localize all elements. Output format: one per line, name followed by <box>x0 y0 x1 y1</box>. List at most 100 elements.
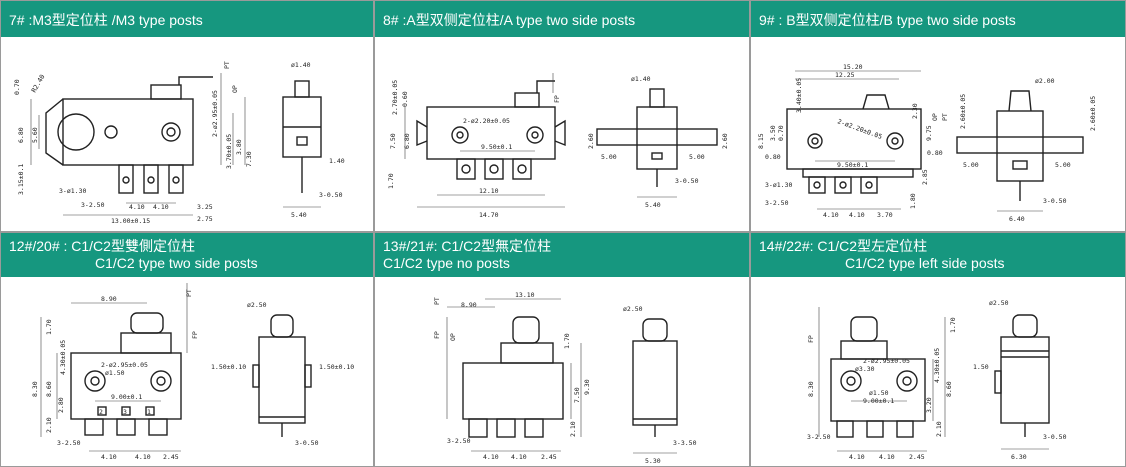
dim-label: 4.10 <box>823 211 839 219</box>
technical-drawing: 1.70 2-ø2.95±0.05 ø3.30 4.30±0.05 8.30 8… <box>751 277 1125 466</box>
dim-label: 9.00±0.1 <box>111 393 142 401</box>
dim-label: 4.30±0.05 <box>933 348 941 383</box>
dim-label: 3-ø1.30 <box>59 187 86 195</box>
dim-label: 7.50 <box>573 387 581 403</box>
dim-label: 0.80 <box>927 149 943 157</box>
dim-label: 2.70±0.05 <box>391 80 399 115</box>
panel-title-bar: 13#/21#: C1/C2型無定位柱 C1/C2 type no posts <box>375 233 749 277</box>
dim-label: 6.80 <box>17 127 25 143</box>
side-posts <box>956 136 1084 154</box>
dim-label: 4.10 <box>483 453 499 461</box>
dim-label: 1.70 <box>949 317 957 333</box>
dim-label: 2.80 <box>57 397 65 413</box>
dim-label: 6.30 <box>1011 453 1027 461</box>
dim-label: 0.70 <box>777 125 785 141</box>
dim-label: 3.70 <box>877 211 893 219</box>
mount-hole-left <box>840 370 862 392</box>
panel-title: 9# : B型双侧定位柱/B type two side posts <box>759 12 1016 28</box>
dim-label: 2.85 <box>921 169 929 185</box>
dim-label: 4.10 <box>849 453 865 461</box>
dim-label: 2.45 <box>541 453 557 461</box>
dim-label: 3.50 <box>769 125 777 141</box>
switch-body <box>462 362 564 420</box>
dim-label: 1.50 <box>973 363 989 371</box>
dim-label: 2.10 <box>45 417 53 433</box>
dim-label: 8.90 <box>461 301 477 309</box>
panel-title-bar: 9# : B型双侧定位柱/B type two side posts <box>751 1 1125 37</box>
dim-label: 1.70 <box>45 319 53 335</box>
posts-outline <box>45 98 64 166</box>
dim-label: 9.30 <box>583 379 591 395</box>
switch-drawing-14: 1.70 2-ø2.95±0.05 ø3.30 4.30±0.05 8.30 8… <box>807 299 1067 461</box>
dim-label: 5.40 <box>645 201 661 209</box>
panel-9-b-type-two-side-posts: 9# : B型双侧定位柱/B type two side posts <box>750 0 1126 232</box>
dim-label: 2.45 <box>909 453 925 461</box>
switch-drawing-7: 0.70 R2.40 6.80 5.60 3.15±0.1 3-ø1.30 3-… <box>13 61 345 225</box>
dim-label: OP <box>931 113 939 121</box>
dim-label: 5.00 <box>1055 161 1071 169</box>
dim-label: 5.60 <box>31 127 39 143</box>
plunger <box>514 92 540 108</box>
mount-hole-right <box>526 126 544 144</box>
plunger <box>850 316 878 342</box>
dim-label: 3.20 <box>925 397 933 413</box>
dim-label: 8.60 <box>945 381 953 397</box>
dim-label: 2-ø2.20±0.05 <box>836 117 883 141</box>
dim-label: 3-2.50 <box>81 201 105 209</box>
mount-hole-right <box>161 122 181 142</box>
dim-label: 1.70 <box>387 173 395 189</box>
dim-label: ø1.50 <box>869 389 889 397</box>
front-view-body <box>1000 336 1050 424</box>
technical-drawing: 15.20 12.25 3.40±0.05 2-ø2.20±0.05 3.50 … <box>751 37 1125 231</box>
dim-label: 1.40 <box>329 157 345 165</box>
dim-label: 9.50±0.1 <box>837 161 868 169</box>
switch-body <box>62 98 194 166</box>
dim-label: 8.90 <box>101 295 117 303</box>
dim-label: 6.80 <box>403 133 411 149</box>
dim-label: 7.50 <box>389 133 397 149</box>
dim-label: 3-2.50 <box>807 433 831 441</box>
dim-label: 0.80 <box>765 153 781 161</box>
plunger <box>130 312 164 334</box>
dim-label: 3-ø1.30 <box>765 181 792 189</box>
dim-label: 4.10 <box>153 203 169 211</box>
front-view-body <box>632 340 678 426</box>
left-side-post <box>994 370 1002 394</box>
switch-body <box>786 108 922 170</box>
dim-label: 3.25 <box>197 203 213 211</box>
panel-title-bar: 14#/22#: C1/C2型左定位柱 C1/C2 type left side… <box>751 233 1125 277</box>
panel-title-line2: C1/C2 type left side posts <box>845 255 1005 271</box>
dim-label: 15.20 <box>843 63 863 71</box>
dim-label: 9.50±0.1 <box>481 143 512 151</box>
dim-label: 7.30 <box>245 151 253 167</box>
dim-label: 2.60 <box>587 133 595 149</box>
front-view-body <box>258 336 306 424</box>
dim-label: 3-0.50 <box>675 177 699 185</box>
dim-label: ø3.30 <box>855 365 875 373</box>
panel-title-bar: 8# :A型双侧定位柱/A type two side posts <box>375 1 749 37</box>
side-posts <box>596 128 718 146</box>
dim-label: 13.10 <box>515 291 535 299</box>
dim-label: 5.30 <box>645 457 661 465</box>
dim-label: OP <box>231 85 239 93</box>
panel-14-22-c1-c2-left-side-posts: 14#/22#: C1/C2型左定位柱 C1/C2 type left side… <box>750 232 1126 467</box>
switch-drawing-13: 13.10 8.90 1.70 PT FP OP 7.50 9.30 2.10 … <box>433 291 697 465</box>
dim-label: ø2.00 <box>1035 77 1055 85</box>
panel-8-a-type-two-side-posts: 8# :A型双侧定位柱/A type two side posts <box>374 0 750 232</box>
dim-label: 9.00±0.1 <box>863 397 894 405</box>
dim-label: 2.30 <box>911 103 919 119</box>
dim-label: 5.00 <box>601 153 617 161</box>
dim-label: 8.15 <box>757 133 765 149</box>
panel-title-line1: 12#/20# : C1/C2型雙側定位柱 <box>9 238 195 254</box>
dim-label: 5.40 <box>291 211 307 219</box>
panel-title-line2: C1/C2 type no posts <box>383 255 510 271</box>
dim-label: 1.50±0.10 <box>211 363 246 371</box>
dim-label: 2.45 <box>163 453 179 461</box>
dim-label: 2.10 <box>935 421 943 437</box>
dim-label: FP <box>433 331 441 339</box>
dim-label: 2-ø2.20±0.05 <box>463 117 510 125</box>
dim-label: 4.10 <box>101 453 117 461</box>
dim-label: PT <box>185 289 193 297</box>
dim-label: ø2.50 <box>247 301 267 309</box>
dim-label: ø1.40 <box>291 61 311 69</box>
